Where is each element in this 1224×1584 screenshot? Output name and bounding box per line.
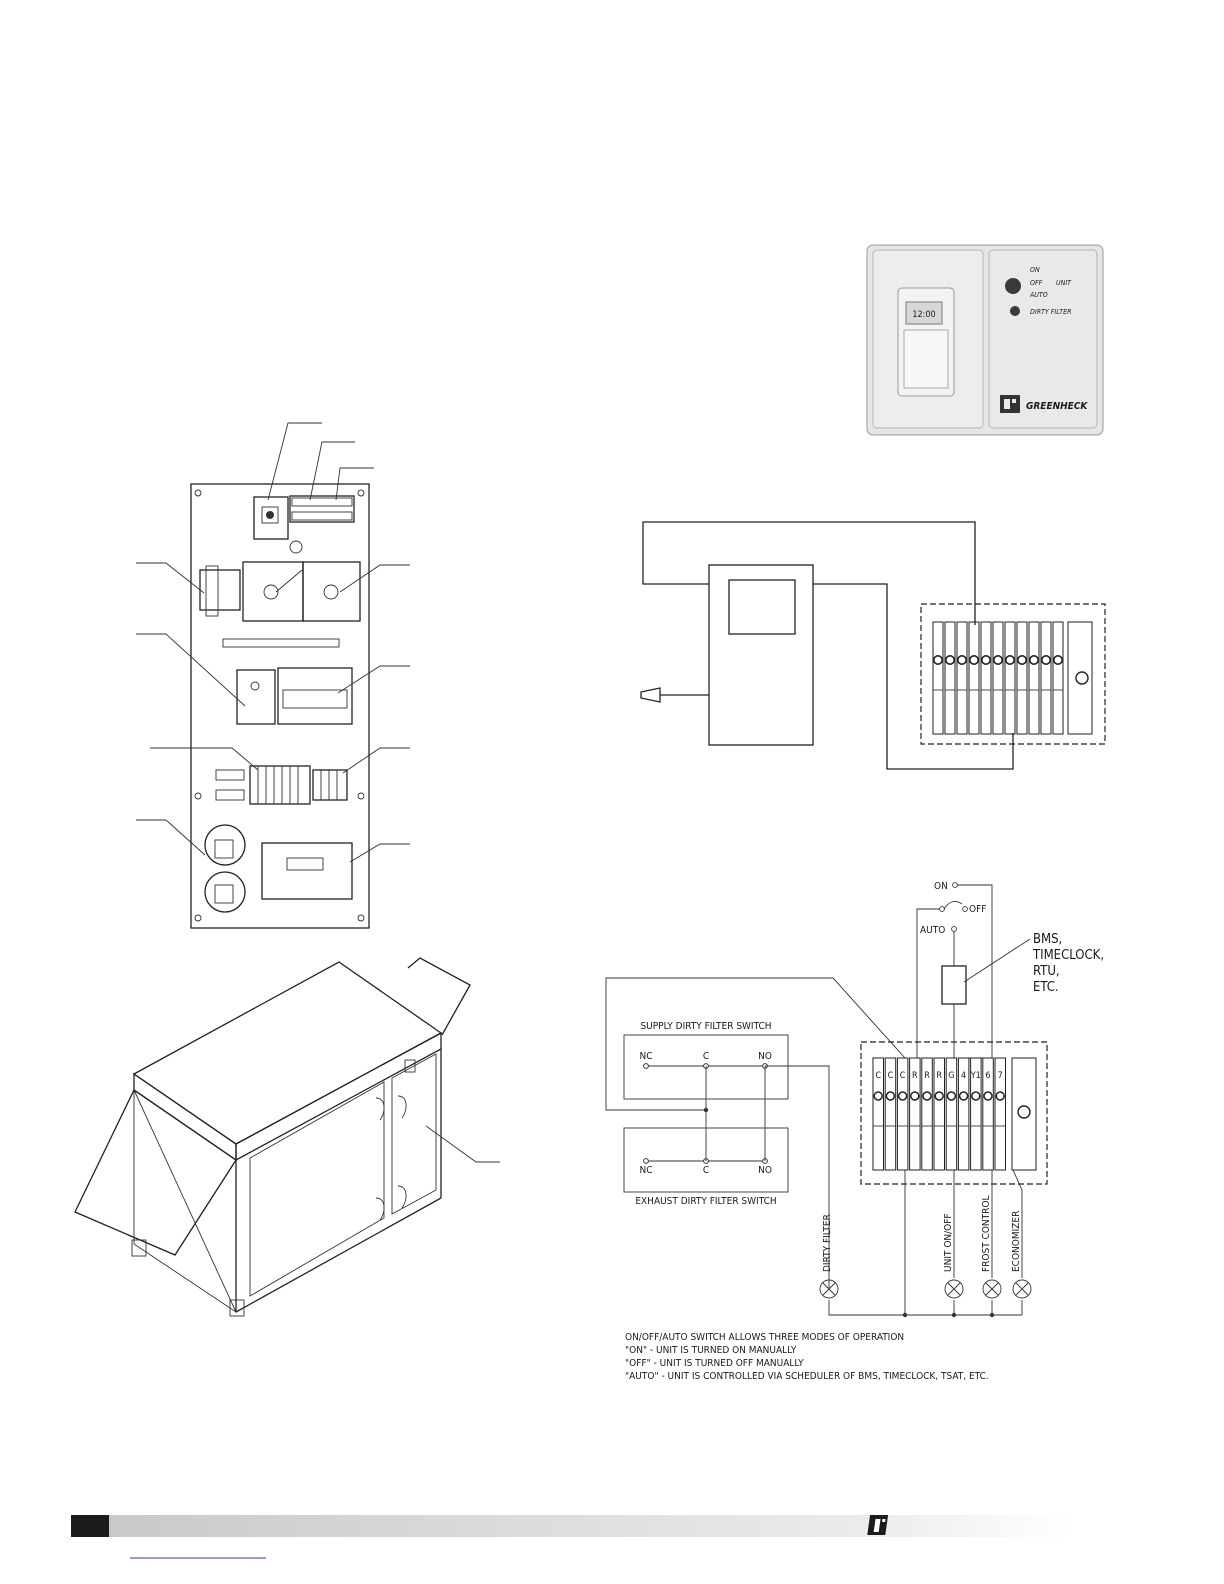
svg-text:NO: NO: [758, 1051, 772, 1062]
terminal-block: [1004, 621, 1016, 735]
terminal-screw-icon: [983, 1091, 993, 1101]
svg-text:BMS,: BMS,: [1033, 932, 1062, 947]
switch-off-label: OFF: [969, 904, 986, 915]
note-line: "OFF" - UNIT IS TURNED OFF MANUALLY: [625, 1358, 804, 1369]
terminal-screw-icon: [873, 1091, 883, 1101]
terminal-block: [1052, 621, 1064, 735]
remote-panel-wiring-diagram: [640, 521, 1106, 770]
terminal-screw-icon: [956, 654, 967, 665]
terminal-block: [1028, 621, 1040, 735]
terminal-label: 7: [998, 1071, 1003, 1081]
terminal-block: [994, 1057, 1006, 1171]
output-label-dirty-filter: DIRTY FILTER: [822, 1214, 833, 1272]
terminal-block: [921, 1057, 933, 1171]
svg-text:TIMECLOCK,: TIMECLOCK,: [1032, 948, 1104, 963]
exhaust-switch-title: EXHAUST DIRTY FILTER SWITCH: [635, 1196, 776, 1207]
svg-text:UNIT: UNIT: [1056, 279, 1072, 287]
terminal-screw-icon: [980, 654, 991, 665]
terminal-block: [933, 1057, 945, 1171]
terminal-label: 4: [961, 1071, 966, 1081]
terminal-screw-icon: [1004, 654, 1015, 665]
svg-text:ON: ON: [1030, 266, 1040, 274]
svg-text:AUTO: AUTO: [1029, 291, 1048, 299]
terminal-screw-icon: [910, 1091, 920, 1101]
terminal-block: [968, 621, 980, 735]
terminal-block: [945, 1057, 958, 1171]
supply-switch-title: SUPPLY DIRTY FILTER SWITCH: [640, 1021, 771, 1032]
svg-text:NC: NC: [639, 1051, 652, 1062]
terminal-screw-icon: [958, 1091, 969, 1101]
terminal-label: R: [912, 1071, 918, 1081]
terminal-screw-icon: [946, 1091, 957, 1101]
terminal-screw-icon: [1029, 654, 1040, 665]
note-line: ON/OFF/AUTO SWITCH ALLOWS THREE MODES OF…: [625, 1332, 904, 1343]
svg-text:OFF: OFF: [1030, 279, 1043, 287]
terminal-screw-icon: [1053, 654, 1064, 665]
terminal-screw-icon: [922, 1091, 932, 1101]
output-label-unit-on-off: UNIT ON/OFF: [943, 1213, 954, 1272]
terminal-label: C: [875, 1071, 881, 1081]
dirty-filter-light-icon: [819, 1279, 839, 1299]
terminal-block: [909, 1057, 921, 1171]
unit-isometric-drawing: [74, 957, 500, 1317]
terminal-block: [992, 621, 1004, 735]
greenheck-logo-icon: [867, 1515, 889, 1535]
svg-text:C: C: [703, 1165, 709, 1176]
svg-text:NO: NO: [758, 1165, 772, 1176]
terminal-screw-icon: [932, 654, 943, 665]
terminal-label: C: [888, 1071, 894, 1081]
svg-text:ETC.: ETC.: [1033, 980, 1059, 995]
svg-text:C: C: [703, 1051, 709, 1062]
timer-display: 12:00: [912, 310, 935, 320]
unit-toggle-switch-icon: [1005, 278, 1021, 294]
terminal-block: [982, 1057, 994, 1171]
terminal-screw-icon: [934, 1091, 944, 1101]
terminal-screw-icon: [971, 1091, 981, 1101]
terminal-screw-icon: [897, 1091, 908, 1101]
output-label-frost-control: FROST CONTROL: [981, 1196, 992, 1273]
economizer-light-icon: [1012, 1279, 1032, 1299]
terminal-label: R: [936, 1071, 942, 1081]
note-line: "ON" - UNIT IS TURNED ON MANUALLY: [625, 1345, 797, 1356]
terminal-block: [970, 1057, 982, 1171]
terminal-label: R: [924, 1071, 930, 1081]
terminal-block: [944, 621, 956, 735]
terminal-screw-icon: [968, 654, 979, 665]
terminal-block: [884, 1057, 897, 1171]
terminal-block: [932, 621, 944, 735]
terminal-label: C: [900, 1071, 906, 1081]
control-panel-drawing: [136, 422, 410, 929]
terminal-screw-icon: [944, 654, 955, 665]
terminal-block: [956, 621, 968, 735]
terminal-label: Y1: [970, 1071, 981, 1081]
note-line: "AUTO" - UNIT IS CONTROLLED VIA SCHEDULE…: [625, 1371, 989, 1382]
svg-text:RTU,: RTU,: [1033, 964, 1060, 979]
terminal-screw-icon: [995, 1091, 1005, 1101]
switch-auto-label: AUTO: [920, 925, 945, 936]
svg-text:NC: NC: [639, 1165, 652, 1176]
output-label-economizer: ECONOMIZER: [1011, 1211, 1022, 1272]
terminal-label: 6: [985, 1071, 990, 1081]
svg-text:DIRTY FILTER: DIRTY FILTER: [1030, 308, 1071, 316]
frost-control-light-icon: [982, 1279, 1002, 1299]
terminal-block: [1016, 621, 1028, 735]
svg-text:GREENHECK: GREENHECK: [1026, 401, 1088, 412]
terminal-block: [1040, 621, 1052, 735]
terminal-screw-icon: [992, 654, 1003, 665]
unit-on-off-light-icon: [944, 1279, 964, 1299]
terminal-block: [957, 1057, 970, 1171]
footer-bar: [71, 1515, 1069, 1559]
terminal-block: [872, 1057, 884, 1171]
terminal-label: G: [948, 1071, 954, 1081]
switch-on-label: ON: [934, 881, 948, 892]
terminal-screw-icon: [885, 1091, 896, 1101]
terminal-screw-icon: [1041, 654, 1052, 665]
terminal-block: [896, 1057, 909, 1171]
remote-panel-photo: 12:00 ON OFF UNIT AUTO DIRTY FILTER GREE…: [866, 244, 1104, 436]
terminal-screw-icon: [1016, 654, 1027, 665]
terminal-block: [980, 621, 992, 735]
dirty-filter-indicator-icon: [1010, 306, 1020, 316]
